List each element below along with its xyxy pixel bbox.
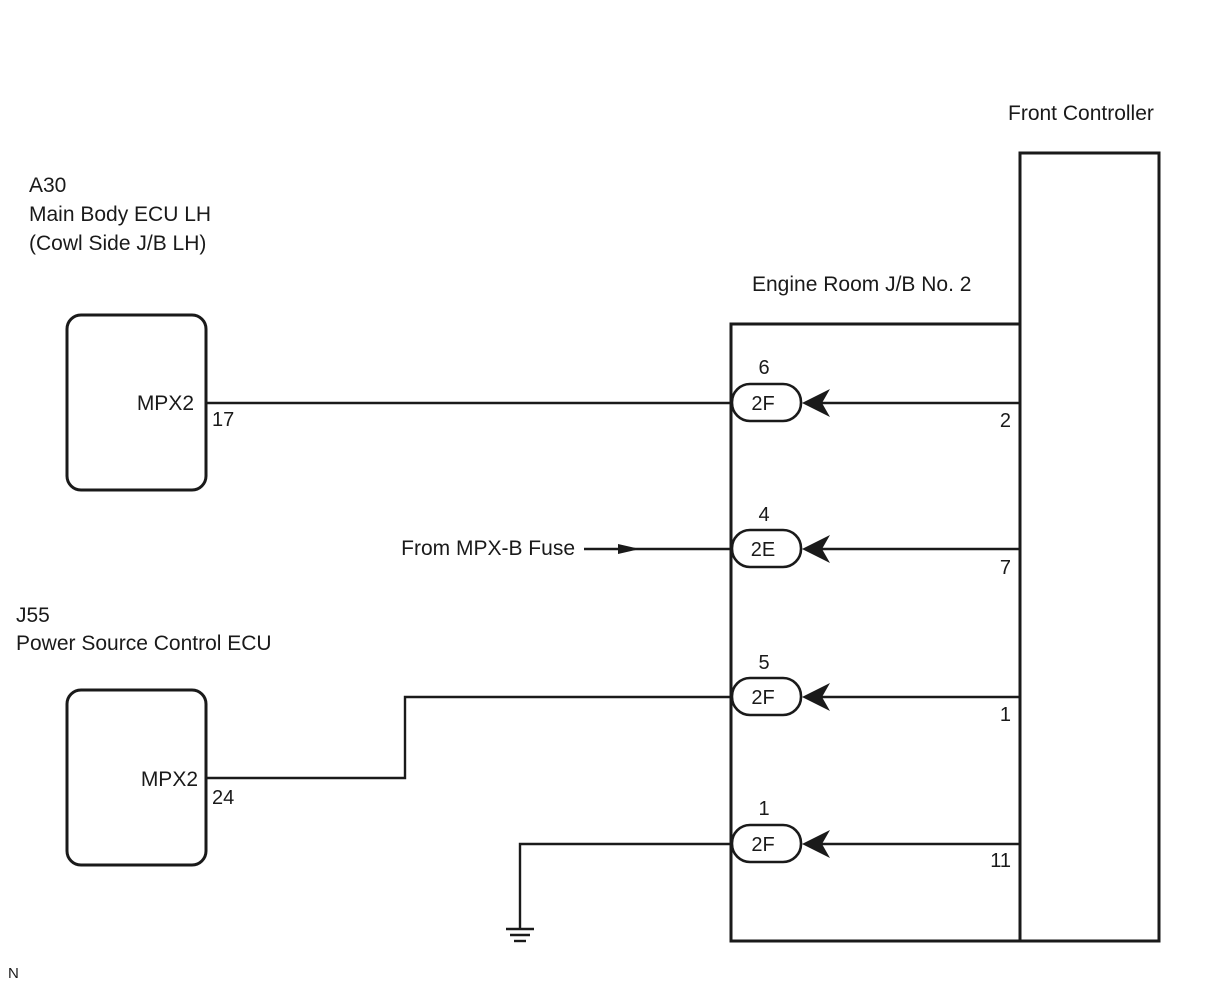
connector-2f-pin-5: 5 2F 1 [730, 652, 1020, 726]
main-body-ecu-terminal-pin: 17 [212, 409, 234, 431]
connector-pin-top: 5 [758, 652, 769, 674]
power-source-ecu-terminal-name: MPX2 [141, 768, 198, 791]
wire-power-source-to-2f-5 [206, 695, 734, 780]
power-source-ecu-name: Power Source Control ECU [16, 632, 272, 655]
front-controller-box [1018, 151, 1161, 943]
engine-room-jb-box [729, 322, 1020, 943]
connector-2f-pin-6: 6 2F 2 [730, 357, 1020, 432]
power-source-ecu-code: J55 [16, 604, 50, 627]
power-source-ecu-terminal-pin: 24 [212, 787, 234, 809]
engine-room-jb-label: Engine Room J/B No. 2 [752, 273, 971, 296]
wire-2f-1-to-ground [518, 842, 734, 928]
controller-pin: 11 [990, 850, 1011, 872]
main-body-ecu-code: A30 [29, 174, 66, 197]
fuse-label: From MPX-B Fuse [401, 537, 575, 560]
front-controller-label: Front Controller [1008, 102, 1154, 125]
ground-icon [506, 927, 534, 943]
connector-2e-pin-4: 4 2E 7 [730, 504, 1020, 579]
connector-label: 2E [751, 539, 775, 561]
connector-arrow-icon [802, 683, 830, 711]
controller-pin: 2 [1000, 410, 1011, 432]
main-body-ecu-terminal-name: MPX2 [137, 392, 194, 415]
connector-arrow-icon [802, 830, 830, 858]
connector-label: 2F [751, 687, 774, 709]
connector-arrow-icon [802, 535, 830, 563]
controller-pin: 1 [1000, 704, 1011, 726]
connector-pin-top: 1 [758, 798, 769, 820]
connector-label: 2F [751, 393, 774, 415]
connector-arrow-icon [802, 389, 830, 417]
connector-label: 2F [751, 834, 774, 856]
fuse-arrow-icon [618, 544, 640, 554]
connector-pin-top: 6 [758, 357, 769, 379]
corner-mark: N [8, 965, 19, 982]
connector-pin-top: 4 [758, 504, 769, 526]
connector-2f-pin-1: 1 2F 11 [730, 798, 1020, 872]
controller-pin: 7 [1000, 557, 1011, 579]
main-body-ecu-name: Main Body ECU LH [29, 203, 211, 226]
main-body-ecu-location: (Cowl Side J/B LH) [29, 232, 206, 255]
